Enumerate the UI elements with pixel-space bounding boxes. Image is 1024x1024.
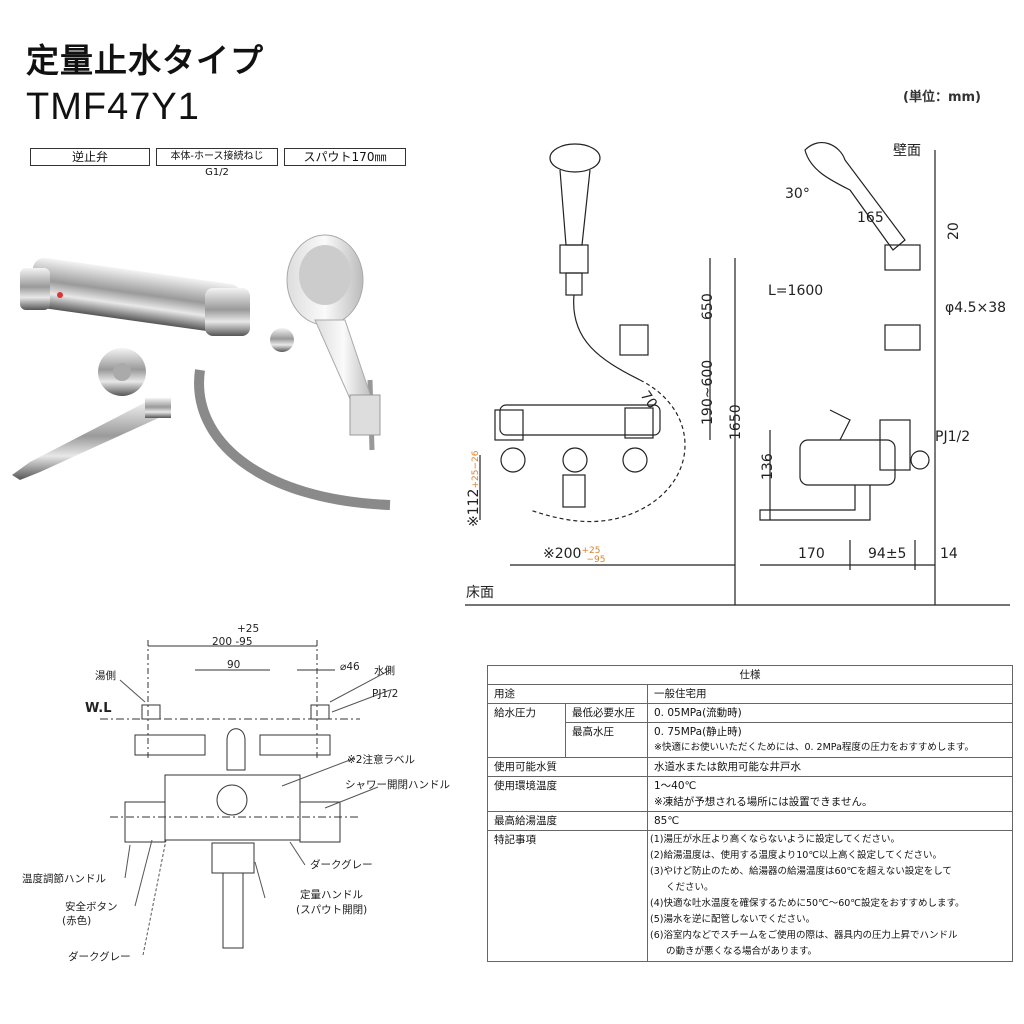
- row-sublabel: 最低必要水圧: [565, 703, 648, 723]
- dim-200: ※200+25−95: [543, 546, 605, 565]
- fixed-handle-label: 定量ハンドル: [300, 888, 363, 901]
- tolerance-up: +25: [237, 623, 259, 635]
- row-label: 最高給湯温度: [487, 811, 648, 831]
- row-sublabel: 最高水圧: [565, 722, 648, 758]
- temp-handle-label: 温度調節ハンドル: [22, 872, 106, 885]
- unit-label: (単位：mm): [903, 90, 981, 105]
- row-value: 水道水または飲用可能な井戸水: [647, 757, 1013, 777]
- page-title: 定量止水タイプ: [26, 41, 264, 80]
- dim-112: ※112+25−26: [466, 450, 482, 527]
- dim-46: ⌀46: [340, 661, 360, 673]
- row-label: 用途: [487, 684, 648, 704]
- pressure-note: ※快適にお使いいただくためには、0. 2MPa程度の圧力をおすすめします。: [654, 742, 974, 753]
- note-item: ください。: [666, 882, 714, 893]
- feature-tags: 逆止弁 本体-ホース接続ねじG1/2 スパウト170㎜: [30, 148, 406, 178]
- row-value: 0. 05MPa(流動時): [647, 703, 1013, 723]
- wall-label: 壁面: [893, 143, 921, 159]
- dim-14: 14: [940, 546, 958, 562]
- water-level-label: W.L: [85, 701, 112, 716]
- shower-head-front: [549, 143, 601, 296]
- tag-hose-thread: 本体-ホース接続ねじG1/2: [156, 148, 278, 178]
- safety-button-label: 安全ボタン: [65, 900, 118, 913]
- dim-1650: 1650: [728, 404, 744, 440]
- env-temp: 1～40℃: [654, 780, 697, 792]
- pj-label: PJ1/2: [935, 429, 970, 445]
- note-item: (2)給湯温度は、使用する温度より10℃以上高く設定してください。: [650, 850, 942, 861]
- row-label: 使用可能水質: [487, 757, 648, 777]
- row-label: 特記事項: [487, 830, 648, 962]
- hot-side-label: 湯側: [95, 669, 116, 682]
- angle-label: 30°: [785, 186, 810, 202]
- dim-200: 200 -95: [212, 636, 253, 648]
- faucet-front: [494, 404, 661, 508]
- pj-label: PJ1/2: [372, 688, 398, 700]
- row-value: 85℃: [647, 811, 1013, 831]
- cold-side-label: 水側: [374, 664, 395, 677]
- dark-gray-left: ダークグレー: [68, 950, 131, 963]
- table-row: 使用可能水質水道水または飲用可能な井戸水: [487, 757, 1013, 777]
- dimension-drawing-top: +25 200 -95 90 ⌀46 湯側 水側 PJ1/2 W.L ※2注意ラ…: [22, 623, 450, 963]
- note-item: (5)湯水を逆に配管しないでください。: [650, 914, 816, 925]
- floor-label: 床面: [466, 585, 494, 601]
- shower-handle-label: シャワー開閉ハンドル: [345, 779, 450, 791]
- row-value: 0. 75MPa(静止時) ※快適にお使いいただくためには、0. 2MPa程度の圧…: [647, 722, 1013, 758]
- row-value: 1～40℃ ※凍結が予想される場所には設置できません。: [647, 776, 1013, 812]
- notes-list: (1)湯圧が水圧より高くならないように設定してください。 (2)給湯温度は、使用…: [647, 830, 1013, 962]
- env-note: ※凍結が予想される場所には設置できません。: [654, 796, 873, 808]
- faucet-side: [759, 409, 930, 521]
- dim-136: 136: [760, 453, 776, 480]
- caution-label: ※2注意ラベル: [347, 753, 415, 766]
- fixed-handle-sub: (スパウト開閉): [296, 904, 367, 916]
- row-value: 一般住宅用: [647, 684, 1013, 704]
- tag-check-valve: 逆止弁: [30, 148, 150, 166]
- safety-button-color: (赤色): [62, 914, 91, 927]
- product-photo: [12, 234, 391, 510]
- table-row: 特記事項 (1)湯圧が水圧より高くならないように設定してください。 (2)給湯温…: [487, 830, 1013, 962]
- dim-165: 165: [857, 210, 884, 226]
- dim-190-600: 190~600: [700, 360, 716, 425]
- max-pressure: 0. 75MPa(静止時): [654, 726, 742, 738]
- row-label: 給水圧力: [487, 703, 566, 758]
- note-item: (6)浴室内などでスチームをご使用の際は、器具内の圧力上昇でハンドル: [650, 930, 958, 941]
- spec-title: 仕様: [487, 665, 1013, 685]
- dim-94: 94±5: [868, 546, 906, 562]
- note-item: (3)やけど防止のため、給湯器の給湯温度は60℃を超えない設定をして: [650, 866, 952, 877]
- dimension-drawing-side: 壁面 床面 30° 165 20 L=1600 φ4.5×38 650 190~…: [465, 142, 1010, 606]
- shower-head-side: [804, 142, 921, 351]
- note-item: (4)快適な吐水温度を確保するために50℃～60℃設定をおすすめします。: [650, 898, 965, 909]
- row-label: 使用環境温度: [487, 776, 648, 812]
- note-item: の動きが悪くなる場合があります。: [666, 946, 818, 957]
- dim-650: 650: [700, 293, 716, 320]
- model-number: TMF47Y1: [26, 86, 200, 128]
- dim-20: 20: [946, 222, 962, 240]
- table-row: 用途一般住宅用: [487, 684, 1013, 704]
- hose-length: L=1600: [768, 283, 823, 299]
- tag-spout: スパウト170㎜: [284, 148, 406, 166]
- dim-90: 90: [227, 659, 240, 671]
- dim-170: 170: [798, 546, 825, 562]
- screw-size: φ4.5×38: [945, 300, 1006, 316]
- table-row: 最高水圧 0. 75MPa(静止時) ※快適にお使いいただくためには、0. 2MPa…: [488, 722, 1013, 758]
- dark-gray-right: ダークグレー: [310, 858, 373, 871]
- table-row: 使用環境温度 1～40℃ ※凍結が予想される場所には設置できません。: [487, 776, 1013, 812]
- note-item: (1)湯圧が水圧より高くならないように設定してください。: [650, 834, 901, 845]
